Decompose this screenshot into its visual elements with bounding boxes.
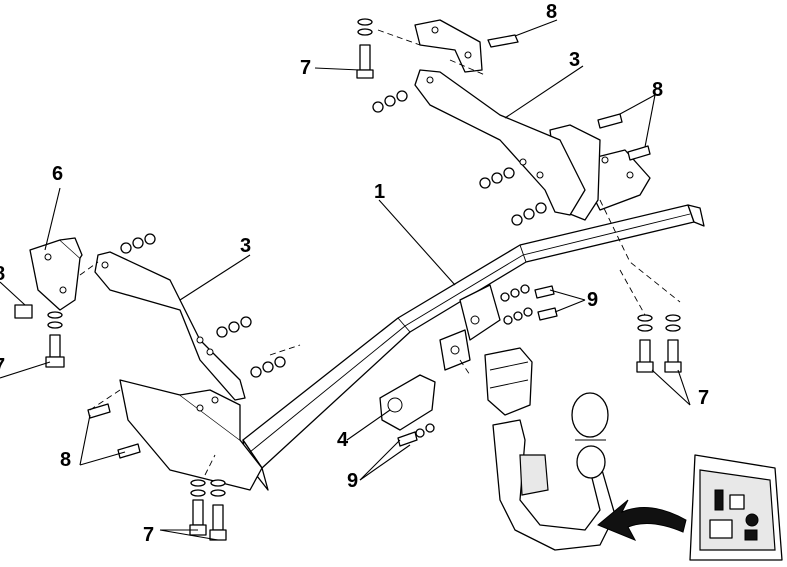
label-screw-top: 8 [546,1,557,23]
side-bracket-left [94,251,246,401]
direction-arrow-icon [597,499,687,541]
label-bolt-right: 7 [698,387,709,409]
side-bracket-top [414,69,586,216]
callout-labels: 1 3 3 4 6 7 7 7 8 8 8 9 9 8 7 [0,1,709,546]
inset-detail-box [689,454,783,561]
tow-ball-assembly [492,392,616,551]
left-bracket [29,237,83,311]
label-nut-set-right: 9 [587,289,598,311]
label-electric-socket-plate: 4 [337,429,349,451]
fasteners [14,18,682,541]
label-left-bracket: 6 [52,163,63,185]
assembly-lines [79,29,681,476]
top-mounting-flange [414,19,483,73]
label-screw-right: 8 [652,79,663,101]
electric-socket-plate [379,284,501,431]
label-side-bracket-left: 3 [240,235,251,257]
label-bolt-bottom: 7 [143,524,154,546]
label-partial-left-a: 8 [0,263,5,285]
main-crossbar [242,204,705,491]
label-nut-set-bottom: 9 [347,470,358,492]
socket-housing [484,347,533,416]
label-screw-left: 8 [60,449,71,471]
label-bolt-top: 7 [300,57,311,79]
main-bar-left-end-plate [119,379,263,491]
label-main-bar: 1 [374,181,385,203]
label-partial-left-b: 7 [0,355,5,377]
leader-lines [0,19,691,541]
label-side-bracket-top: 3 [569,49,580,71]
